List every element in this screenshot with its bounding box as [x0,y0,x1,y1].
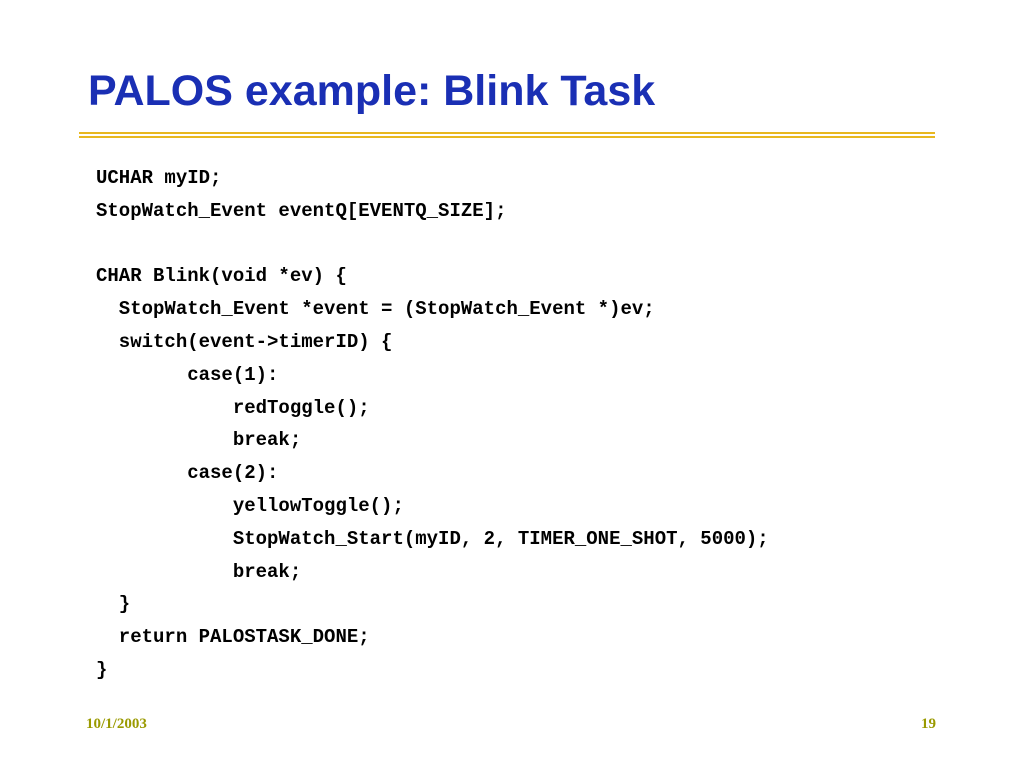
code-line: case(2): [96,462,279,485]
code-line: } [96,658,108,681]
code-line: break; [96,560,302,583]
code-line: case(1): [96,363,279,386]
code-line [96,228,769,261]
page-number: 19 [921,716,936,732]
code-line: yellowToggle(); [96,494,404,517]
title-divider-line-top [79,132,935,134]
footer-date: 10/1/2003 [86,716,147,732]
code-block: UCHAR myID; StopWatch_Event eventQ[EVENT… [96,162,769,687]
title-divider [79,132,935,138]
code-line: return PALOSTASK_DONE; [96,626,370,649]
code-line: switch(event->timerID) { [96,330,393,353]
code-line: UCHAR myID; [96,167,222,189]
code-line: StopWatch_Event *event = (StopWatch_Even… [96,298,655,321]
code-line: StopWatch_Start(myID, 2, TIMER_ONE_SHOT,… [96,527,769,550]
code-line: CHAR Blink(void *ev) { [96,265,347,288]
code-line: } [96,593,131,616]
slide-title: PALOS example: Blink Task [88,67,656,115]
title-divider-line-bottom [79,136,935,138]
code-line: break; [96,429,302,452]
code-line: redToggle(); [96,396,370,419]
code-line: StopWatch_Event eventQ[EVENTQ_SIZE]; [96,199,507,222]
